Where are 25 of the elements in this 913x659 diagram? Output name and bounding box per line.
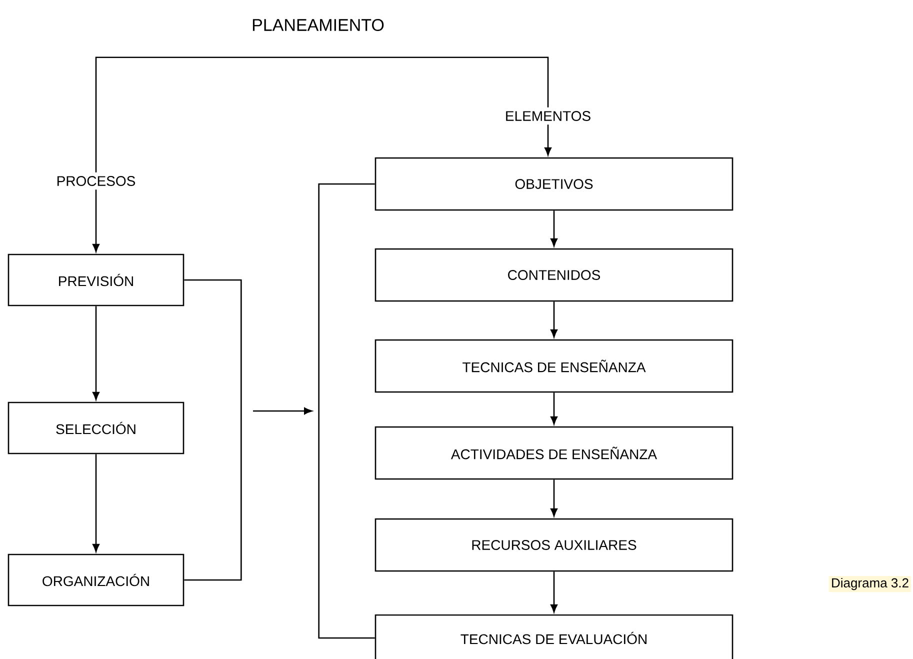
figure-label: Diagrama 3.2 [829, 576, 912, 592]
arrow [550, 210, 558, 246]
connector-line [184, 279, 242, 581]
process-box: ACTIVIDADES DE ENSEÑANZA [374, 426, 734, 480]
arrow [550, 480, 558, 516]
arrow [92, 454, 100, 552]
process-box: OBJETIVOS [374, 157, 734, 211]
process-box: RECURSOS AUXILIARES [374, 518, 734, 572]
heading-text: PROCESOS [57, 176, 136, 186]
arrow [550, 392, 558, 424]
heading-text: ELEMENTOS [506, 111, 590, 121]
process-box: TECNICAS DE ENSEÑANZA [374, 339, 734, 393]
process-box: PREVISIÓN [8, 254, 184, 306]
connector-line [95, 56, 549, 172]
arrow [550, 302, 558, 338]
process-box: CONTENIDOS [374, 248, 734, 302]
title: PLANEAMIENTO [252, 18, 384, 32]
process-box: SELECCIÓN [8, 402, 184, 454]
arrow [544, 124, 552, 156]
process-box: TECNICAS DE EVALUACIÓN [374, 614, 734, 659]
arrow [92, 306, 100, 400]
arrow [550, 572, 558, 612]
arrow [92, 190, 100, 252]
connector-line [318, 183, 375, 639]
process-box: ORGANIZACIÓN [8, 554, 184, 606]
